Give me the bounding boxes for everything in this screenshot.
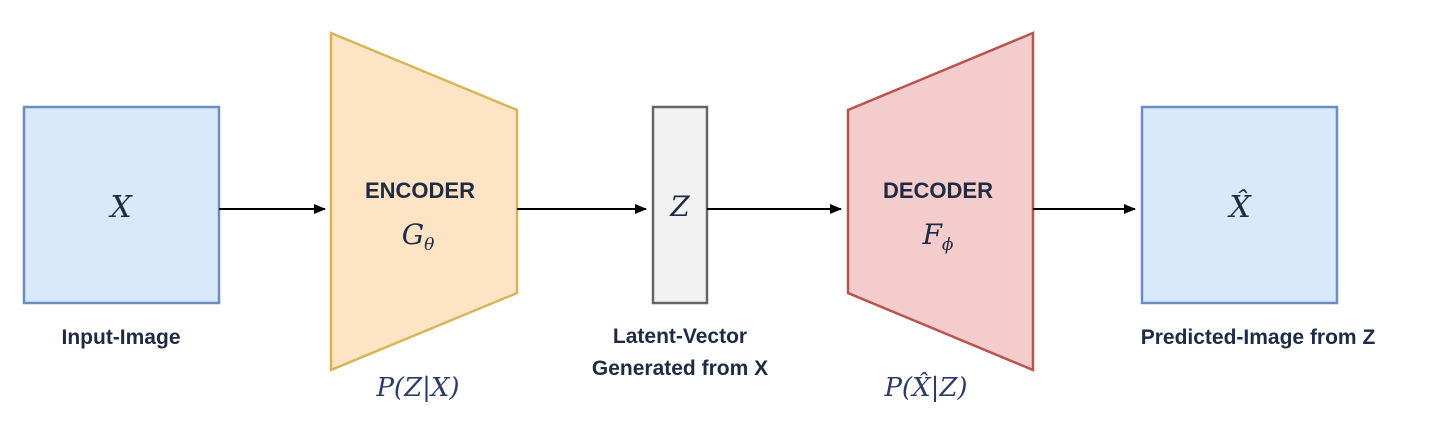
decoder-title: DECODER [883, 178, 993, 203]
encoder-symbol: Gθ [402, 218, 435, 255]
encoder-block [329, 31, 519, 372]
encoder-caption: P(Z|X) [375, 373, 459, 403]
decoder-caption: P(X̂|Z) [883, 372, 967, 403]
output-image-box [1140, 105, 1339, 305]
input-image-box [22, 105, 221, 305]
input-symbol: X [108, 190, 133, 225]
decoder-symbol: Fϕ [921, 218, 953, 255]
encoder-title: ENCODER [365, 178, 475, 203]
latent-label-line2: Generated from X [592, 357, 768, 380]
output-symbol: X̂ [1227, 190, 1252, 225]
output-image-label: Predicted-Image from Z [1141, 326, 1376, 349]
latent-symbol: Z [669, 190, 690, 223]
latent-vector-box [651, 105, 709, 305]
input-image-label: Input-Image [62, 326, 181, 349]
latent-label-line1: Latent-Vector [613, 325, 747, 348]
decoder-block [846, 31, 1035, 372]
